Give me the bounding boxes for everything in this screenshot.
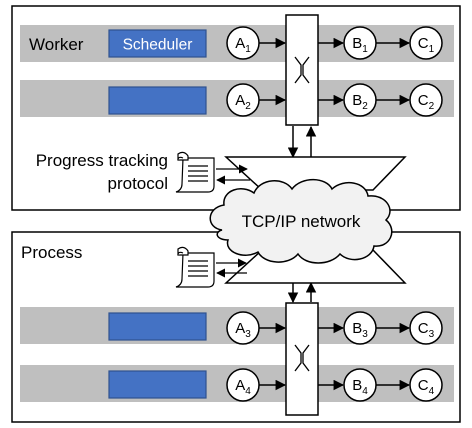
bottom-exchange-box: [285, 302, 319, 416]
operator-c1-node: [409, 26, 443, 60]
bottom-exchange-cross-icon: [294, 344, 310, 372]
scheduler-box-3: [108, 312, 207, 341]
scheduler-box-4: [108, 370, 207, 399]
top-exchange-box: [285, 14, 319, 126]
process-label: Process: [21, 243, 82, 262]
progress-tracking-label-line2: protocol: [108, 174, 168, 193]
bottom-row-3: A3 B3 C3: [226, 311, 443, 345]
operator-c2-node: [409, 83, 443, 117]
scheduler-label: Scheduler: [123, 37, 193, 54]
bottom-row-4: A4 B4 C4: [226, 368, 443, 402]
operator-a4-label: A4: [235, 377, 251, 397]
operator-a3-label: A3: [235, 320, 251, 340]
operator-c4-label: C4: [418, 377, 435, 397]
operator-b4-label: B4: [352, 377, 368, 397]
operator-c4-node: [409, 368, 443, 402]
operator-c3-node: [409, 311, 443, 345]
progress-tracking-label-line1: Progress tracking: [36, 151, 168, 170]
operator-b3-label: B3: [352, 320, 368, 340]
network-cloud-icon: [209, 178, 393, 264]
operator-c3-label: C3: [418, 320, 435, 340]
top-protocol-scroll-icon: [175, 151, 215, 193]
top-exchange-cross-icon: [294, 56, 310, 84]
operator-c1-label: C1: [418, 35, 435, 55]
top-row-1: A1 B1 C1: [226, 26, 443, 60]
operator-c2-label: C2: [418, 92, 435, 112]
bottom-protocol-scroll-icon: [175, 246, 215, 288]
operator-b1-label: B1: [352, 35, 368, 55]
worker-label: Worker: [29, 35, 84, 54]
operator-b2-label: B2: [352, 92, 368, 112]
scheduler-box-1: [108, 29, 207, 58]
top-row-2: A2 B2 C2: [226, 83, 443, 117]
operator-a1-label: A1: [235, 35, 251, 55]
operator-a2-label: A2: [235, 92, 251, 112]
network-label: TCP/IP network: [242, 212, 361, 231]
scheduler-box-2: [108, 86, 207, 115]
